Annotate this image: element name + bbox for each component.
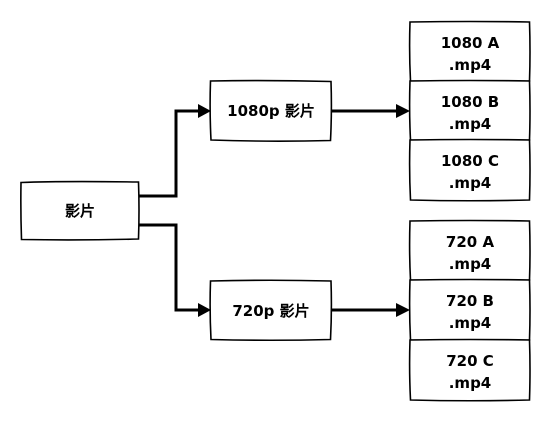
edge-root-to-1080p xyxy=(138,109,200,198)
output-720-a-line1: 720 A xyxy=(446,233,495,251)
arrowhead-720p xyxy=(198,303,211,317)
output-1080-a-line1: 1080 A xyxy=(441,34,500,52)
node-720p: 720p 影片 xyxy=(209,279,333,342)
output-1080-c-line1: 1080 C xyxy=(441,152,499,170)
output-1080-a-line2: .mp4 xyxy=(449,56,492,74)
node-root: 影片 xyxy=(20,180,140,241)
output-1080-c-box xyxy=(408,138,531,202)
node-root-label: 影片 xyxy=(65,202,95,220)
output-1080-c: 1080 C .mp4 xyxy=(408,138,531,202)
arrowhead-1080p-outputs xyxy=(396,104,410,118)
output-1080-b-line2: .mp4 xyxy=(449,115,492,133)
output-720-c-box xyxy=(408,338,531,402)
node-root-box xyxy=(20,180,140,241)
output-1080-b-line1: 1080 B xyxy=(441,93,499,111)
node-1080p-label: 1080p 影片 xyxy=(227,102,315,120)
node-1080p: 1080p 影片 xyxy=(209,79,333,142)
output-720-b: 720 B .mp4 xyxy=(408,278,531,342)
output-720-c-line2: .mp4 xyxy=(449,374,492,392)
arrowhead-720p-outputs xyxy=(396,303,410,317)
edge-root-to-720p xyxy=(138,223,200,312)
output-720-c-line1: 720 C xyxy=(446,352,494,370)
output-720-c: 720 C .mp4 xyxy=(408,338,531,402)
output-720-b-line2: .mp4 xyxy=(449,314,492,332)
node-1080p-box xyxy=(209,79,333,142)
output-720-a: 720 A .mp4 xyxy=(408,219,531,282)
node-720p-box xyxy=(209,279,333,342)
output-1080-c-line2: .mp4 xyxy=(449,174,492,192)
node-720p-label: 720p 影片 xyxy=(232,302,309,320)
output-1080-b: 1080 B .mp4 xyxy=(408,79,531,142)
output-720-b-line1: 720 B xyxy=(446,292,494,310)
output-1080-a: 1080 A .mp4 xyxy=(408,20,531,83)
arrowhead-1080p xyxy=(198,104,211,118)
output-720-a-line2: .mp4 xyxy=(449,255,492,273)
